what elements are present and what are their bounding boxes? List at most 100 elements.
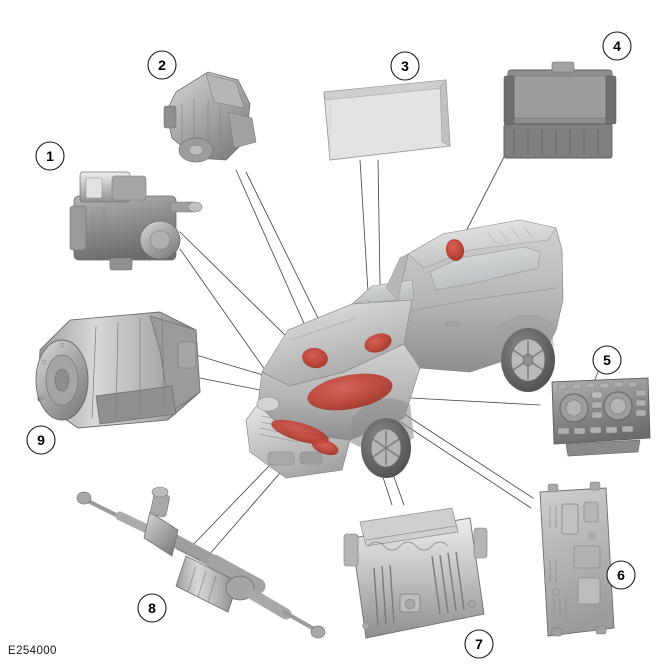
bcm-left-bracket <box>503 75 515 125</box>
transfer-case-top-cover <box>205 73 245 109</box>
booster-lower-port <box>109 257 133 271</box>
component-engine-control-module <box>343 507 488 639</box>
highlight-engine-bay-zone <box>307 373 393 411</box>
bcm-top-clip <box>551 61 575 73</box>
steering-hydraulic-line <box>175 547 201 561</box>
callout-7[interactable]: 7 <box>464 629 494 659</box>
steering-ball-joint-right <box>310 625 326 639</box>
component-automatic-transmission <box>35 311 201 429</box>
hvac-lower-shroud <box>565 439 641 457</box>
fusebox-top-left-stud <box>547 483 559 493</box>
callout-9[interactable]: 9 <box>26 425 56 455</box>
highlight-bulkhead-zone <box>302 347 328 369</box>
ecu-connector-header <box>359 507 459 547</box>
highlight-roof-antenna-zone <box>445 239 465 261</box>
callout-1-circle[interactable] <box>35 141 65 171</box>
ecu-zigzag-detail <box>367 541 449 551</box>
callout-8-circle[interactable] <box>137 593 167 623</box>
callout-9-circle[interactable] <box>26 425 56 455</box>
transmission-bolt-ring <box>39 342 65 419</box>
transmission-output-flange <box>177 341 197 369</box>
component-body-control-module <box>503 61 617 159</box>
callout-5-circle[interactable] <box>592 345 622 375</box>
ecu-right-mount-ear <box>473 527 488 559</box>
front-wheel-spokes <box>372 431 400 465</box>
ecu-corner-screw-br <box>468 600 476 608</box>
vehicle-illustration <box>245 219 564 479</box>
callout-1[interactable]: 1 <box>35 141 65 171</box>
steering-motor-ribs <box>187 565 217 603</box>
hvac-display <box>591 391 603 399</box>
hvac-buttons[interactable] <box>557 381 647 435</box>
leader-line <box>391 396 541 406</box>
component-steering-rack-assembly <box>76 486 326 639</box>
booster-reservoir-window <box>85 177 103 199</box>
lower-bumper-pad-right <box>299 451 323 465</box>
fusebox-fuse-slots <box>549 506 567 618</box>
fusebox-relay-a <box>561 503 579 535</box>
a-pillar <box>385 253 409 301</box>
transfer-case-output-shaft <box>188 144 204 156</box>
transmission-input-shaft <box>54 368 70 392</box>
ecu-corner-screw-bl <box>362 622 370 630</box>
steering-shaft-coupling <box>151 486 169 498</box>
bcm-connector-pins <box>513 130 599 154</box>
booster-body-lines <box>91 206 105 254</box>
body-crease-line <box>403 287 557 313</box>
callout-6[interactable]: 6 <box>606 560 636 590</box>
callout-4[interactable]: 4 <box>602 31 632 61</box>
document-id-label: E254000 <box>8 645 57 657</box>
ecu-heatsink-fins-right <box>431 551 465 615</box>
transfer-case-rear-boss <box>227 111 257 149</box>
ecu-left-mount-ear <box>343 533 359 567</box>
rear-wheel-hub <box>522 353 534 367</box>
callout-2-circle[interactable] <box>147 50 177 80</box>
callout-6-circle[interactable] <box>606 560 636 590</box>
booster-upper-cap <box>111 175 147 201</box>
booster-side-flange <box>69 205 87 251</box>
callout-5[interactable]: 5 <box>592 345 622 375</box>
bcm-connector-block <box>503 123 613 159</box>
steering-pinion-housing <box>143 511 179 557</box>
component-roof-panel-module <box>323 79 451 161</box>
headlamp <box>256 396 280 412</box>
callout-3[interactable]: 3 <box>390 51 420 81</box>
callout-8[interactable]: 8 <box>137 593 167 623</box>
fusebox-relay-b <box>583 501 599 523</box>
steering-tie-rod-right <box>282 610 318 632</box>
highlight-windscreen-zone <box>364 333 392 353</box>
callout-7-circle[interactable] <box>464 629 494 659</box>
callout-4-circle[interactable] <box>602 31 632 61</box>
callout-2[interactable]: 2 <box>147 50 177 80</box>
rear-door-handle <box>445 321 461 327</box>
callout-3-circle[interactable] <box>390 51 420 81</box>
bcm-upper-face <box>513 75 607 119</box>
transfer-case-side-lug <box>163 105 177 129</box>
leader-line <box>397 409 534 499</box>
rear-quarter-window <box>429 246 541 291</box>
component-climate-control-panel <box>551 377 651 457</box>
hvac-left-dial-face <box>565 399 583 417</box>
leader-line <box>395 418 532 509</box>
fusebox-relay-c <box>573 545 601 569</box>
component-fuse-junction-box <box>539 481 615 637</box>
fusebox-bottom-right-stud <box>595 625 607 635</box>
ecu-bottom-screw <box>404 598 416 610</box>
ecu-heatsink-fins-left <box>373 564 395 627</box>
steering-ball-joint-left <box>76 491 92 505</box>
transfer-case-ribs <box>181 98 221 146</box>
hvac-right-dial-face <box>609 397 627 415</box>
roof-rib-lines <box>486 225 534 245</box>
fusebox-screw-lower <box>552 588 560 596</box>
fusebox-screw-upper <box>588 532 596 540</box>
lower-bumper-pad <box>267 451 295 466</box>
ecu-header-seam <box>365 525 457 541</box>
roof-panel-right-edge <box>439 79 451 147</box>
vehicle-roof <box>407 219 557 269</box>
fusebox-bottom-left-stud <box>551 627 563 637</box>
transmission-case-ribs <box>91 315 165 419</box>
fusebox-top-right-stud <box>589 481 601 491</box>
component-location-highlights <box>271 239 465 456</box>
